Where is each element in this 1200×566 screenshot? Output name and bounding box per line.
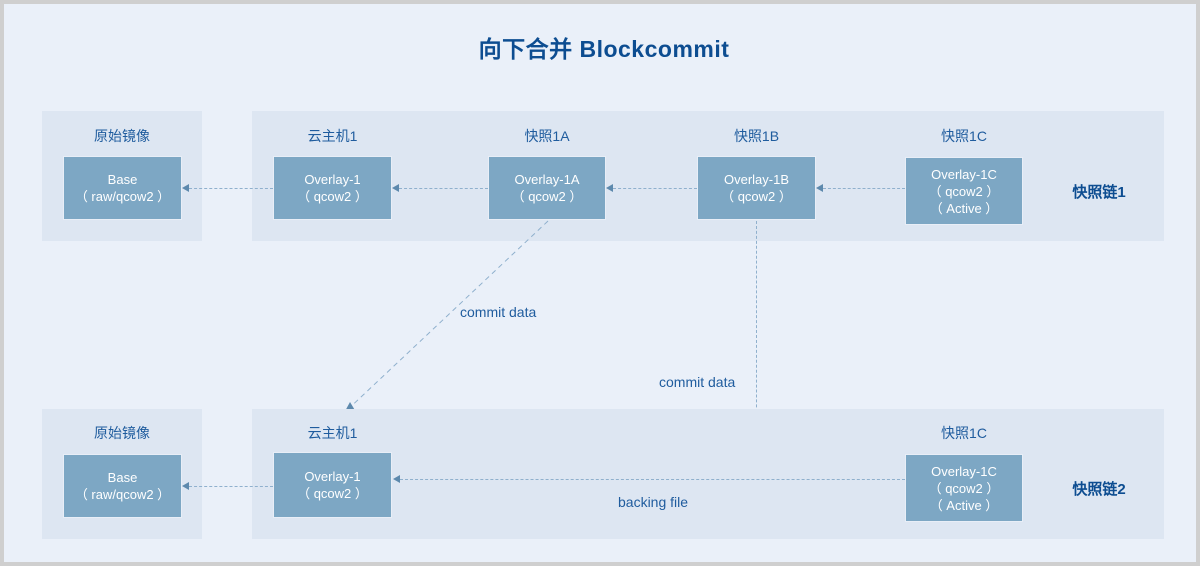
connector-overlay1a-to-overlay1	[399, 188, 488, 189]
node-line: Overlay-1C	[931, 166, 997, 182]
arrowhead-chain2-to-base	[182, 482, 189, 490]
node-line: Overlay-1B	[723, 172, 790, 187]
caption-chain1-original-image: 原始镜像	[94, 128, 150, 144]
node-chain1-overlay-1a[interactable]: Overlay-1A （ qcow2 ）	[488, 156, 606, 220]
node-line: （ raw/qcow2 ）	[74, 189, 171, 204]
node-chain1-overlay-1c[interactable]: Overlay-1C （ qcow2 ） （ Active ）	[905, 157, 1023, 225]
node-line: Overlay-1A	[514, 172, 580, 187]
edge-label-backing-file: backing file	[618, 494, 689, 510]
caption-chain1-snapshot-1a: 快照1A	[524, 128, 570, 144]
arrowhead-to-base	[182, 184, 189, 192]
node-line: （ qcow2 ）	[721, 189, 792, 204]
caption-chain2-original-image: 原始镜像	[94, 425, 150, 441]
node-chain1-overlay-1b[interactable]: Overlay-1B （ qcow2 ）	[697, 156, 816, 220]
connector-chain2-overlay1-to-base	[189, 486, 273, 487]
connector-chain2-overlay1c-to-overlay1	[400, 479, 905, 480]
node-line: Overlay-1C	[931, 463, 997, 479]
node-line: Overlay-1	[304, 172, 361, 187]
caption-chain1-snapshot-1b: 快照1B	[733, 128, 780, 144]
node-line: （ raw/qcow2 ）	[74, 487, 171, 502]
page-title: 向下合并 Blockcommit	[478, 36, 730, 62]
node-line: （ qcow2 ）	[928, 480, 1000, 496]
connector-overlay1b-to-overlay1a	[613, 188, 697, 189]
chain-label-1: 快照链1	[1072, 184, 1126, 201]
arrowhead-to-overlay-1b	[816, 184, 823, 192]
caption-chain2-snapshot-1c: 快照1C	[941, 425, 987, 441]
caption-chain1-vm: 云主机1	[307, 128, 358, 144]
caption-chain2-vm: 云主机1	[307, 425, 358, 441]
connector-1b-down	[756, 221, 757, 452]
node-line: Base	[107, 470, 138, 485]
edge-label-commit-data-b: commit data	[659, 374, 736, 390]
node-chain1-base[interactable]: Base （ raw/qcow2 ）	[63, 156, 182, 220]
connector-overlay1c-to-overlay1b	[823, 188, 905, 189]
node-chain1-overlay-1[interactable]: Overlay-1 （ qcow2 ）	[273, 156, 392, 220]
node-chain2-overlay-1[interactable]: Overlay-1 （ qcow2 ）	[273, 452, 392, 518]
arrowhead-backing-file	[393, 475, 400, 483]
arrowhead-to-overlay-1a	[606, 184, 613, 192]
node-chain2-overlay-1c[interactable]: Overlay-1C （ qcow2 ） （ Active ）	[905, 454, 1023, 522]
node-line: （ Active ）	[929, 200, 999, 216]
node-line: Overlay-1	[304, 469, 361, 484]
node-line: （ qcow2 ）	[297, 486, 368, 501]
arrowhead-to-overlay-1	[392, 184, 399, 192]
caption-chain1-snapshot-1c: 快照1C	[941, 128, 987, 144]
chain-label-2: 快照链2	[1072, 481, 1126, 498]
connector-1b-to-1a	[189, 188, 273, 189]
node-line: （ qcow2 ）	[297, 189, 368, 204]
node-chain2-base[interactable]: Base （ raw/qcow2 ）	[63, 454, 182, 518]
node-line: （ qcow2 ）	[511, 189, 583, 204]
edge-label-commit-data-a: commit data	[460, 304, 537, 320]
node-line: （ qcow2 ）	[928, 183, 1000, 199]
node-line: Base	[107, 172, 138, 187]
node-line: （ Active ）	[929, 497, 999, 513]
